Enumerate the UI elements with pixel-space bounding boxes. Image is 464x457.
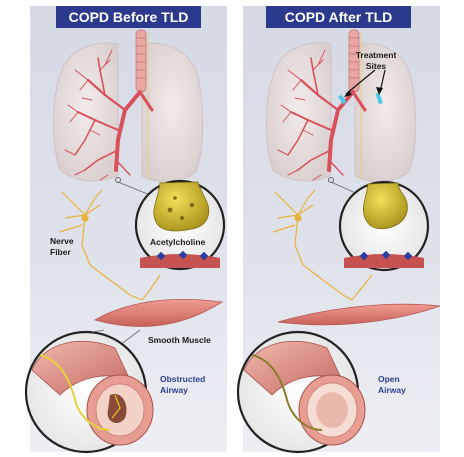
label-smooth-muscle: Smooth Muscle [148,335,211,345]
receptor-icon [156,251,166,261]
receptor-icon [199,251,209,261]
mucus-plug [107,394,127,424]
label-airway-2: Airway [378,385,406,395]
panel-title-bar [56,6,201,28]
nerve-fiber [59,189,161,301]
label-acetylcholine: Acetylcholine [150,237,206,247]
acetylcholine-vesicle [363,182,408,230]
panel-title-bar [266,6,411,28]
label-treatment-1: Treatment [356,50,397,60]
label-airway-1: Open [378,374,400,384]
nerve-fiber [272,189,373,301]
panel-before: COPD Before TLD [24,6,227,454]
label-airway-1: Obstructed [160,374,205,384]
airway-section [236,330,366,454]
nerve-strand [251,354,323,431]
smooth-muscle [93,299,224,327]
airway-section [24,330,154,454]
smooth-muscle [277,303,441,326]
label-nerve-fiber-2: Fiber [50,247,71,257]
bronchial-tree [277,49,367,181]
panel-title: COPD After TLD [285,9,393,25]
muscle-leader [119,329,141,346]
treatment-sites [338,69,386,105]
open-lumen [316,392,348,428]
receptor-icon [178,250,188,260]
label-nerve-fiber-1: Nerve [50,236,74,246]
receptor-icon [403,251,413,261]
zoom-origin-dot [328,177,334,183]
airway-leader [91,329,105,333]
receptor-icon [359,251,369,261]
treatment-arrow-icon [345,69,376,95]
nerve-strand [39,354,111,431]
acetylcholine-vesicle [153,181,210,232]
label-treatment-2: Sites [366,61,387,71]
synapse-zoom-circle [338,180,430,272]
panel-after: COPD After TLD [236,6,441,454]
receptor-icon [381,250,391,260]
bronchial-tree [64,49,154,181]
panel-title: COPD Before TLD [69,9,189,25]
label-airway-2: Airway [160,385,188,395]
synapse-zoom-circle [134,179,226,271]
treatment-mark [338,94,347,105]
treatment-mark [375,92,383,105]
zoom-leader [117,181,151,196]
zoom-origin-dot [115,177,121,183]
